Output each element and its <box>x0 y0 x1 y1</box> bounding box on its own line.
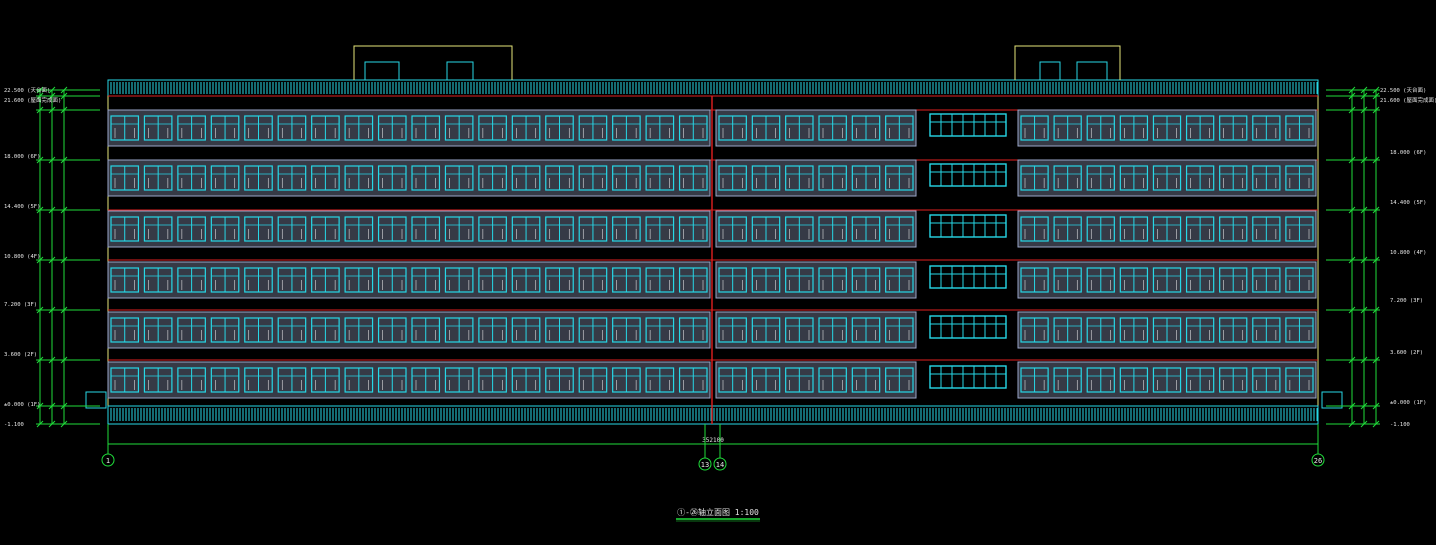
left-level-2: 18.000 (6F) <box>4 154 40 160</box>
floor-band-5 <box>107 311 1317 349</box>
drawing-caption: ①-㉖轴立面图 1:100 <box>676 507 760 522</box>
left-level-8: -1.100 <box>4 422 24 428</box>
axis-label-1: 1 <box>106 457 110 465</box>
facade-bands <box>107 109 1317 399</box>
entrance-steps-left <box>85 391 107 409</box>
floor-band-4 <box>107 261 1317 299</box>
right-level-6: 3.600 (2F) <box>1390 350 1423 356</box>
dimension-lines <box>36 86 1380 428</box>
floor-band-3 <box>107 210 1317 248</box>
drawing-title: ①-㉖轴立面图 1:100 <box>677 507 759 517</box>
axis-label-26: 26 <box>1314 457 1322 465</box>
roof-parapet <box>107 79 1319 97</box>
left-level-3: 14.400 (5F) <box>4 204 40 210</box>
roof-structure-left <box>353 45 513 81</box>
overall-dimension-value: 352100 <box>702 437 724 444</box>
right-level-7: ±0.000 (1F) <box>1390 400 1426 406</box>
axis-marker-14: 14 <box>713 424 727 471</box>
base-plinth <box>85 391 1343 425</box>
left-level-4: 10.800 (4F) <box>4 254 40 260</box>
right-level-0: 22.500 (天台面) <box>1380 86 1426 94</box>
right-level-3: 14.400 (5F) <box>1390 200 1426 206</box>
right-level-5: 7.200 (3F) <box>1390 298 1423 304</box>
axis-marker-26: 26 <box>1311 424 1325 467</box>
axis-marker-1: 1 <box>101 424 115 467</box>
right-level-4: 10.800 (4F) <box>1390 250 1426 256</box>
axis-marker-13: 13 <box>698 424 712 471</box>
left-level-7: ±0.000 (1F) <box>4 402 40 408</box>
right-level-labels: 22.500 (天台面) 21.600 (屋面完成面) 18.000 (6F) … <box>1380 86 1436 428</box>
right-level-8: -1.100 <box>1390 422 1410 428</box>
left-level-5: 7.200 (3F) <box>4 302 37 308</box>
roof-structure-right <box>1014 45 1121 81</box>
left-level-0: 22.500 (天台面) <box>4 86 50 94</box>
axis-label-13: 13 <box>701 461 709 469</box>
floor-band-1 <box>107 109 1317 147</box>
right-level-1: 21.600 (屋面完成面) <box>1380 96 1436 104</box>
axis-label-14: 14 <box>716 461 724 469</box>
left-level-labels: 22.500 (天台面) 21.600 (屋面完成面) 18.000 (6F) … <box>4 86 61 428</box>
left-level-6: 3.600 (2F) <box>4 352 37 358</box>
entrance-steps-right <box>1321 391 1343 409</box>
floor-band-6 <box>107 361 1317 399</box>
floor-band-2 <box>107 159 1317 197</box>
left-level-1: 21.600 (屋面完成面) <box>4 96 61 104</box>
right-level-2: 18.000 (6F) <box>1390 150 1426 156</box>
